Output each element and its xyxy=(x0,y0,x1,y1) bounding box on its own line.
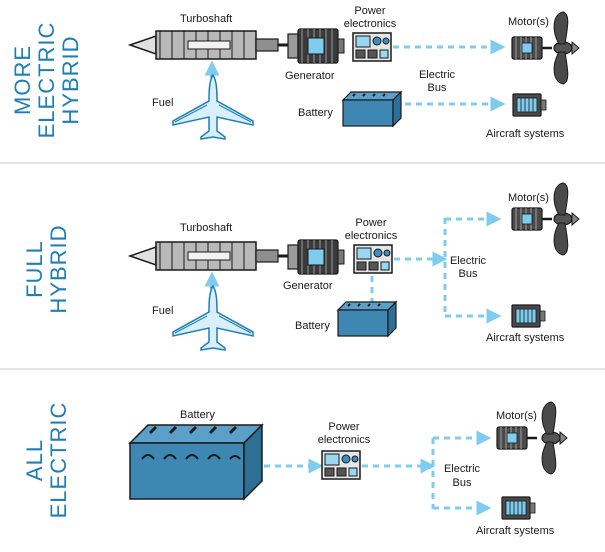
power-electronics-label: Power xyxy=(355,217,387,229)
electric-bus-label: Electric xyxy=(450,255,487,267)
aircraft-systems-label: Aircraft systems xyxy=(486,128,565,140)
aircraft-systems-label: Aircraft systems xyxy=(486,332,565,344)
power-electronics-icon xyxy=(353,244,393,274)
generator-icon xyxy=(287,239,345,275)
turboshaft-label: Turboshaft xyxy=(180,222,232,234)
fuel-label: Fuel xyxy=(152,305,173,317)
power-electronics-label: electronics xyxy=(318,434,371,446)
power-electronics-label: electronics xyxy=(344,18,397,30)
section-more-electric-hybrid: MORE ELECTRIC HYBRID Turboshaft Generato… xyxy=(10,5,580,140)
power-electronics-icon xyxy=(352,32,392,62)
battery-label: Battery xyxy=(180,409,215,421)
battery-label: Battery xyxy=(295,320,330,332)
motor-icon xyxy=(510,35,554,61)
power-electronics-label: Power xyxy=(328,421,360,433)
section-title: ELECTRIC xyxy=(46,402,71,519)
aircraft-systems-icon xyxy=(512,93,547,117)
power-electronics-label: Power xyxy=(354,5,386,17)
propeller-icon xyxy=(553,11,580,85)
motor-icon xyxy=(495,425,539,451)
battery-label: Battery xyxy=(298,107,333,119)
electric-bus-label: Bus xyxy=(453,477,472,489)
generator-icon xyxy=(287,28,345,64)
section-title: HYBRID xyxy=(46,224,71,313)
battery-icon xyxy=(337,301,397,337)
aircraft-systems-icon xyxy=(511,304,546,328)
fuel-aircraft-icon xyxy=(172,285,254,351)
section-title: FULL xyxy=(22,240,47,298)
power-electronics-label: electronics xyxy=(345,230,398,242)
propeller-icon xyxy=(553,182,580,256)
motor-icon xyxy=(510,206,554,232)
generator-label: Generator xyxy=(285,70,335,82)
section-all-electric: ALL ELECTRIC Battery Power electronics E… xyxy=(22,401,568,537)
turbine-engine-icon xyxy=(128,240,292,272)
section-title: HYBRID xyxy=(58,35,83,124)
section-title: MORE xyxy=(10,45,35,115)
propeller-icon xyxy=(541,401,568,475)
aircraft-systems-label: Aircraft systems xyxy=(476,525,555,537)
fuel-aircraft-icon xyxy=(172,74,254,140)
generator-label: Generator xyxy=(283,280,333,292)
section-title: ELECTRIC xyxy=(34,22,59,139)
electric-bus-label: Bus xyxy=(428,82,447,94)
turboshaft-label: Turboshaft xyxy=(180,13,232,25)
electric-bus-label: Electric xyxy=(419,69,456,81)
aircraft-systems-icon xyxy=(501,496,536,520)
motor-label: Motor(s) xyxy=(508,16,549,28)
turbine-engine-icon xyxy=(128,29,292,61)
battery-icon xyxy=(128,423,264,501)
electric-bus-label: Bus xyxy=(459,268,478,280)
section-full-hybrid: FULL HYBRID Turboshaft Generator Power e… xyxy=(22,182,580,351)
motor-label: Motor(s) xyxy=(508,192,549,204)
motor-label: Motor(s) xyxy=(496,410,537,422)
section-title: ALL xyxy=(22,439,47,481)
power-electronics-icon xyxy=(321,450,361,480)
electric-bus-label: Electric xyxy=(444,463,481,475)
battery-icon xyxy=(342,91,402,127)
fuel-label: Fuel xyxy=(152,97,173,109)
